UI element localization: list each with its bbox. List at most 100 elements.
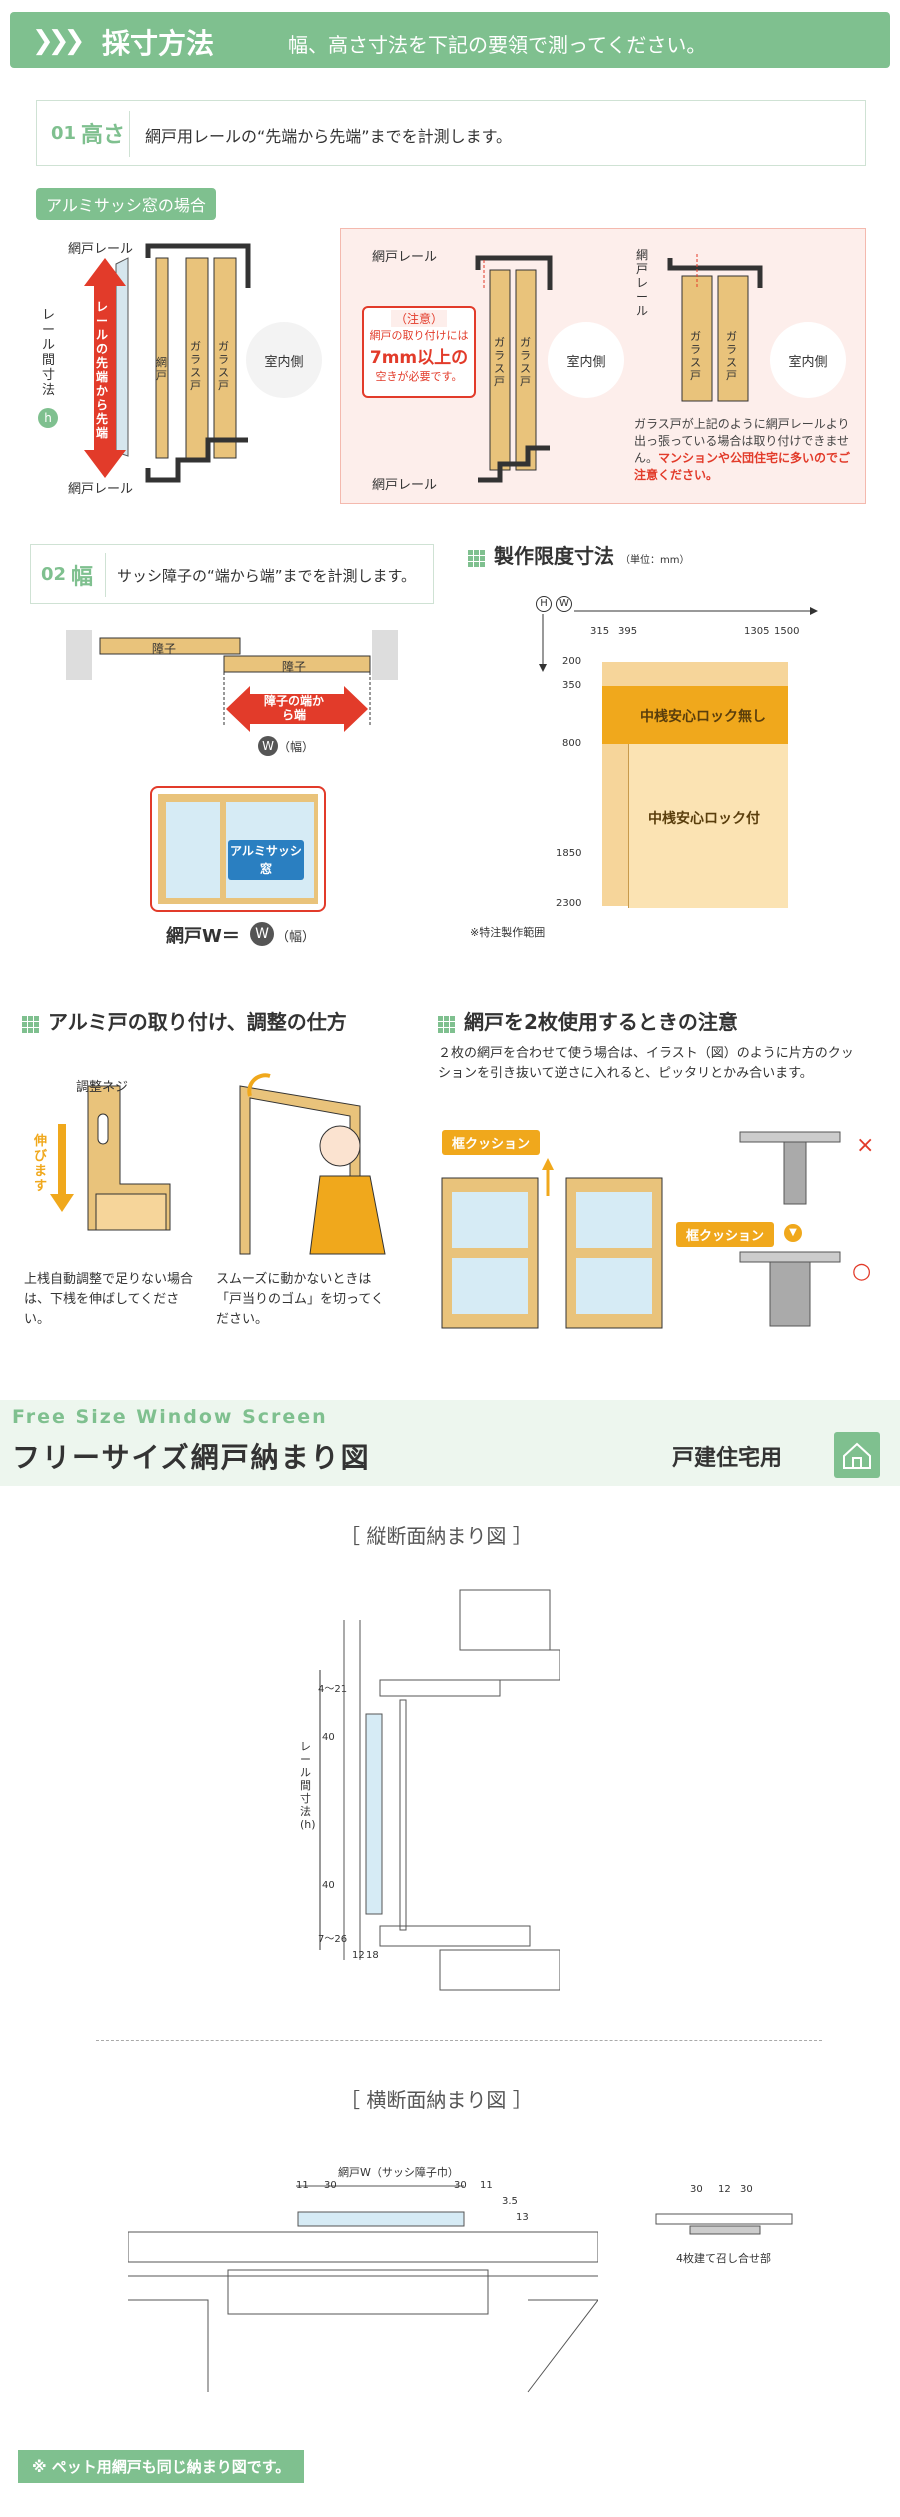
caution-explanation: ガラス戸が上記のように網戸レールより出っ張っている場合は取り付けできません。マン…	[634, 416, 854, 484]
vdim-5: 18	[366, 1950, 379, 1961]
page-subtitle: 幅、高さ寸法を下記の要領で測ってください。	[288, 33, 707, 57]
alumi-diagram	[84, 243, 251, 483]
amido-rail-label: 網戸レール	[636, 248, 649, 318]
vdim-1: 40	[322, 1732, 335, 1743]
grid-icon	[22, 1015, 40, 1034]
install-title: アルミ戸の取り付け、調整の仕方	[22, 1006, 347, 1035]
twouse-desc: ２枚の網戸を合わせて使う場合は、イラスト（図）のように片方のクッションを引き抜い…	[438, 1046, 854, 1081]
vsection-rail-label: レール間寸法(h)	[300, 1740, 316, 1831]
w-badge: W	[258, 736, 278, 756]
detail-dim-0: 30	[690, 2184, 703, 2195]
chevrons-icon: ❯❯❯	[32, 26, 85, 56]
formula-label: （幅）	[276, 930, 316, 945]
cushion-detail: × ○	[730, 1131, 874, 1327]
caution-title: 注意	[406, 312, 431, 326]
width-formula: 網戸W＝	[166, 926, 240, 947]
sash-label: アルミサッシ窓	[228, 840, 304, 880]
height-box: 01 高さ 網戸用レールの“先端から先端”までを計測します。	[36, 100, 866, 166]
page-title: 採寸方法	[102, 27, 215, 60]
hsection-title: ［ 横断面納まり図 ］	[340, 2088, 533, 2112]
grid-icon	[438, 1015, 456, 1034]
htick-2: 800	[562, 738, 582, 749]
vdim-2: 40	[322, 1880, 335, 1891]
hdim-2: 30	[454, 2180, 467, 2191]
twouse-title-text: 網戸を2枚使用するときの注意	[464, 1010, 738, 1034]
wtick-0: 315	[590, 626, 610, 637]
footer-note: ※ ペット用網戸も同じ納まり図です。	[18, 2450, 305, 2483]
limits-title: 製作限度寸法 （単位：mm）	[468, 540, 689, 569]
vertical-section-diagram	[319, 1589, 560, 1991]
caution-line1: 網戸の取り付けには	[369, 329, 469, 342]
caution-note: （注意） 網戸の取り付けには 7mm以上の 空きが必要です。	[362, 306, 476, 398]
width-diagram	[66, 630, 398, 732]
htick-1: 350	[562, 680, 582, 691]
caution-rail-bottom: 網戸レール	[372, 478, 438, 493]
sash-illustration: アルミサッシ窓	[150, 786, 326, 912]
banner-en: Free Size Window Screen	[12, 1406, 328, 1428]
caution-sash-diagram	[475, 255, 553, 483]
detail-dim-1: 12	[718, 2184, 731, 2195]
glass-label-2: ガラス戸	[218, 340, 229, 392]
rail-top-label: 網戸レール	[68, 242, 134, 257]
vdim-4: 12	[352, 1950, 365, 1961]
caution-glass-1: ガラス戸	[494, 336, 505, 388]
ok-mark: ○	[852, 1259, 871, 1284]
banner-house: 戸建住宅用	[672, 1446, 783, 1471]
indoor-circle: 室内側	[246, 322, 322, 398]
vdim-0: 4〜21	[318, 1684, 348, 1695]
install-text-1: 上桟自動調整で足りない場合は、下桟を伸ばしてください。	[24, 1272, 194, 1327]
cushion-tag-1: 框クッション	[442, 1130, 541, 1155]
caution-indoor-2: 室内側	[788, 354, 828, 370]
width-arrow-text: 障子の端から端	[264, 694, 325, 722]
rail-distance-label: レール間寸法	[42, 308, 56, 398]
section-header: ❯❯❯ 採寸方法 幅、高さ寸法を下記の要領で測ってください。	[10, 12, 890, 68]
hsection-wlabel: 網戸W（サッシ障子巾）	[338, 2166, 459, 2179]
glass-label-1: ガラス戸	[190, 340, 201, 392]
hdim-5: 13	[516, 2212, 529, 2223]
limits-unit: （単位：mm）	[620, 555, 690, 566]
red-arrow-text: レールの先端から先端	[96, 300, 109, 440]
h-badge: h	[38, 408, 58, 428]
free-size-banner: Free Size Window Screen フリーサイズ網戸納まり図 戸建住…	[0, 1400, 900, 1486]
formula-badge: W	[250, 922, 274, 946]
caution-glass-2: ガラス戸	[520, 336, 531, 388]
grid-icon	[468, 549, 486, 568]
height-label: 高さ	[81, 123, 126, 148]
horizontal-section-diagram	[128, 2185, 598, 2393]
chevron-down-icon: ▼	[784, 1224, 802, 1242]
protrude-glass-1: ガラス戸	[690, 330, 701, 382]
vsection-title: ［ 縦断面納まり図 ］	[340, 1524, 533, 1548]
caution-indoor-1: 室内側	[566, 354, 606, 370]
zone-no-lock	[602, 686, 788, 744]
alumi-tag: アルミサッシ窓の場合	[36, 188, 216, 220]
protrude-glass-2: ガラス戸	[726, 330, 737, 382]
hdim-3: 11	[480, 2180, 493, 2191]
htick-0: 200	[562, 656, 582, 667]
limits-footnote: ※特注製作範囲	[470, 926, 546, 939]
limits-title-text: 製作限度寸法	[494, 544, 614, 568]
indoor-label: 室内側	[264, 354, 304, 370]
caution-line2: 7mm以上の	[369, 348, 469, 368]
shoji-1: 障子	[152, 642, 177, 656]
caution-line3: 空きが必要です。	[375, 370, 463, 383]
detail-dim-2: 30	[740, 2184, 753, 2195]
wtick-3: 1500	[774, 626, 800, 637]
caution-rail-top: 網戸レール	[372, 250, 438, 265]
install-text-2: スムーズに動かないときは「戸当りのゴム」を切ってください。	[216, 1272, 384, 1327]
caution-note-text: ガラス戸が上記のように網戸レールより出っ張っている場合は取り付けできません。	[634, 417, 850, 465]
htick-4: 2300	[556, 898, 582, 909]
screw-label: 調整ネジ	[76, 1080, 129, 1095]
two-screens-diagram	[441, 1158, 663, 1329]
limits-h-badge: H	[536, 596, 552, 612]
wtick-2: 1305	[744, 626, 770, 637]
zone-no-lock-label: 中桟安心ロック無し	[640, 709, 766, 725]
stretch-label: 伸びます	[34, 1134, 48, 1194]
limits-h-arrow	[539, 614, 547, 672]
width-desc: サッシ障子の“端から端”までを計測します。	[117, 567, 417, 585]
divider	[96, 2040, 822, 2041]
banner-ja: フリーサイズ網戸納まり図	[12, 1441, 371, 1474]
width-box: 02 幅 サッシ障子の“端から端”までを計測します。	[30, 544, 434, 604]
htick-3: 1850	[556, 848, 582, 859]
house-icon	[834, 1432, 880, 1478]
width-label: 幅	[71, 565, 94, 590]
